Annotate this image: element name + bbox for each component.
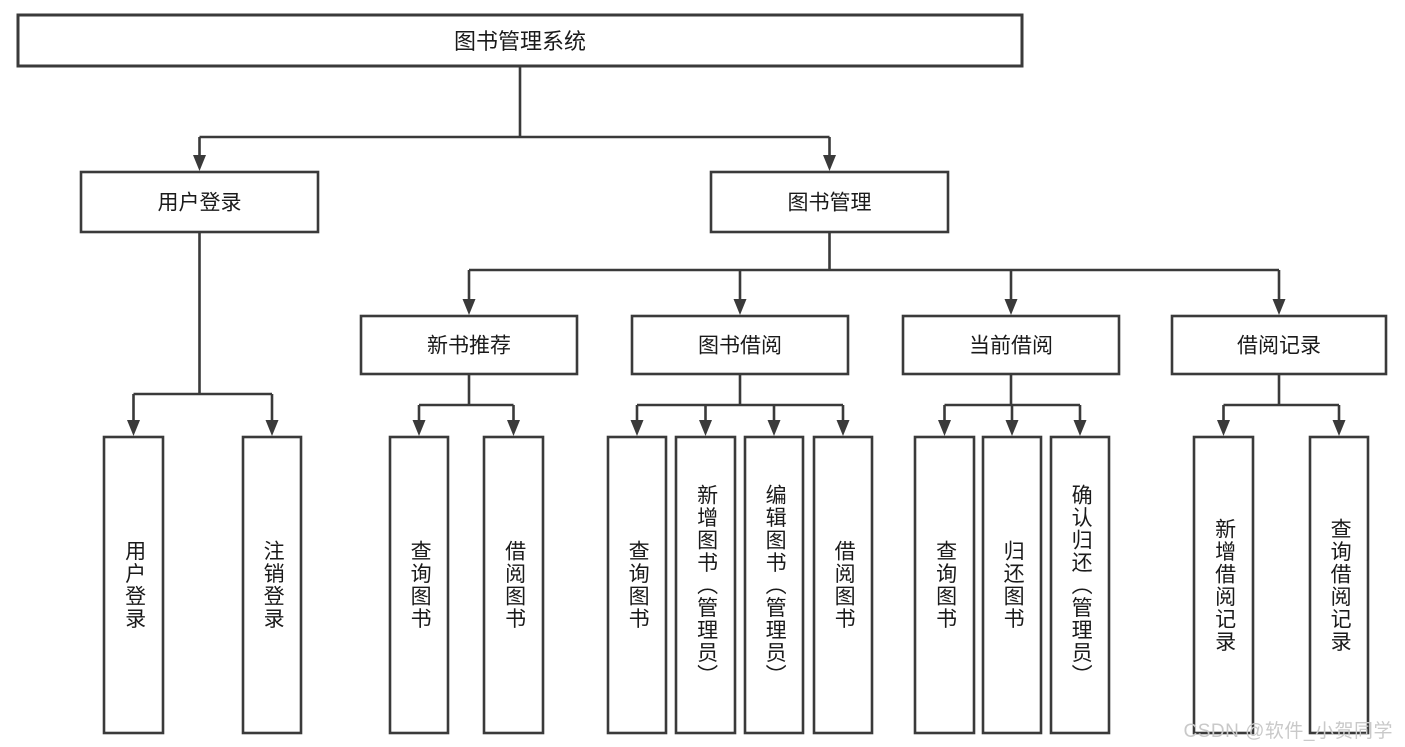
connector-arrowhead xyxy=(1332,420,1346,436)
connector-arrowhead xyxy=(193,155,206,171)
node-box-bookmgmt[interactable] xyxy=(709,170,950,234)
node-box-leaf-return-book[interactable] xyxy=(981,435,1043,735)
connector-arrowhead xyxy=(462,299,476,315)
node-box-leaf-query-book-3[interactable] xyxy=(913,435,976,735)
node-box-records[interactable] xyxy=(1170,314,1388,376)
node-box-current[interactable] xyxy=(901,314,1121,376)
connector-arrowhead xyxy=(823,155,836,171)
node-box-leaf-add-book[interactable] xyxy=(674,435,737,735)
connector-arrowhead xyxy=(938,420,951,436)
node-boxes-layer xyxy=(16,13,1388,735)
node-label-root: 图书管理系统 xyxy=(454,29,586,54)
watermark-text: CSDN @软件_小贺同学 xyxy=(1183,721,1393,742)
connector-arrowhead xyxy=(507,420,520,436)
connector-arrowhead xyxy=(127,420,140,436)
node-box-leaf-query-book-2[interactable] xyxy=(606,435,668,735)
connector-arrowhead xyxy=(1272,299,1286,315)
connector-arrowhead xyxy=(699,420,712,436)
node-box-leaf-borrow-book-2[interactable] xyxy=(812,435,874,735)
node-label-records: 借阅记录 xyxy=(1237,335,1321,358)
node-box-leaf-borrow-book-1[interactable] xyxy=(482,435,545,735)
node-box-leaf-add-record[interactable] xyxy=(1192,435,1255,735)
node-label-borrow: 图书借阅 xyxy=(698,335,782,358)
connector-arrowhead xyxy=(836,420,850,436)
node-label-newbook: 新书推荐 xyxy=(427,335,511,358)
node-box-root[interactable] xyxy=(16,13,1024,68)
node-box-borrow[interactable] xyxy=(630,314,850,376)
connectors-layer xyxy=(127,66,1346,436)
node-box-leaf-edit-book[interactable] xyxy=(743,435,805,735)
node-box-leaf-query-book-1[interactable] xyxy=(388,435,450,735)
node-label-bookmgmt: 图书管理 xyxy=(788,192,872,215)
node-box-newbook[interactable] xyxy=(359,314,579,376)
node-label-current: 当前借阅 xyxy=(969,335,1053,358)
node-box-leaf-query-record[interactable] xyxy=(1308,435,1370,735)
connector-arrowhead xyxy=(1004,299,1018,315)
connector-arrowhead xyxy=(1005,420,1019,436)
node-box-leaf-logout[interactable] xyxy=(241,435,303,735)
node-box-leaf-confirm-return[interactable] xyxy=(1049,435,1111,735)
connector-arrowhead xyxy=(1217,420,1230,436)
node-label-login: 用户登录 xyxy=(158,192,242,215)
connector-arrowhead xyxy=(265,420,279,436)
node-box-login[interactable] xyxy=(79,170,320,234)
connector-arrowhead xyxy=(767,420,781,436)
connector-arrowhead xyxy=(1073,420,1087,436)
connector-arrowhead xyxy=(733,299,747,315)
connector-arrowhead xyxy=(630,420,644,436)
node-box-leaf-user-login[interactable] xyxy=(102,435,165,735)
connector-arrowhead xyxy=(412,420,426,436)
